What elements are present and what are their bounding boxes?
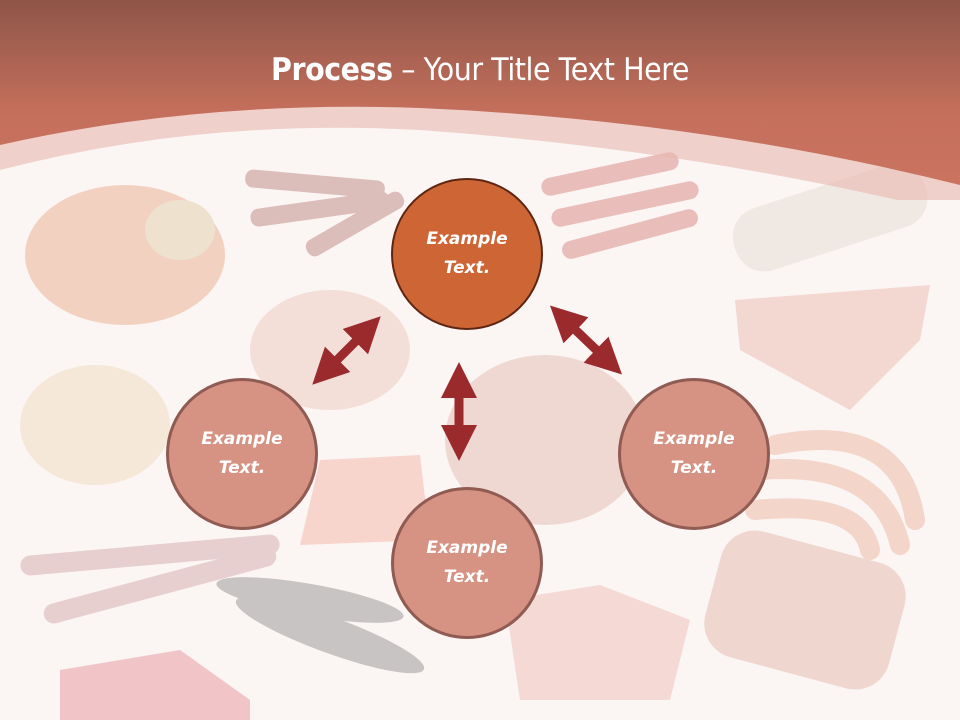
process-node-right[interactable]: Example Text. [618, 378, 770, 530]
node-text-line2: Text. [670, 458, 718, 478]
node-text-line2: Text. [443, 258, 491, 278]
process-node-top[interactable]: Example Text. [391, 178, 543, 330]
prosciutto-shape [735, 285, 930, 410]
roast-chicken-shape [25, 185, 225, 325]
title-rest: – Your Title Text Here [392, 52, 689, 88]
salmon-shape [300, 455, 430, 545]
beef-shape [60, 650, 250, 720]
cold-cut-platter-shape [445, 355, 645, 525]
node-text-line1: Example [426, 538, 508, 558]
sausages-shape [745, 430, 925, 560]
node-text-line1: Example [201, 429, 283, 449]
double-arrow-icon-top-left [312, 316, 381, 385]
chorizo-shape [541, 152, 699, 259]
title-bold: Process [271, 52, 393, 88]
sausage-sticks-shape [245, 169, 405, 257]
raw-chicken-shape [20, 365, 170, 485]
slide-title: Process – Your Title Text Here [38, 52, 921, 88]
terrine-shape [704, 530, 906, 690]
header-band [0, 0, 960, 200]
process-node-bottom[interactable]: Example Text. [391, 487, 543, 639]
node-text-line2: Text. [218, 458, 266, 478]
process-node-left[interactable]: Example Text. [166, 378, 318, 530]
dry-sausage-shape [20, 534, 280, 624]
node-text-line2: Text. [443, 567, 491, 587]
trout-shape [216, 577, 425, 674]
pork-chop-shape [505, 585, 690, 700]
double-arrow-icon-top-right [549, 305, 623, 375]
node-text-line1: Example [426, 229, 508, 249]
node-text-line1: Example [653, 429, 735, 449]
